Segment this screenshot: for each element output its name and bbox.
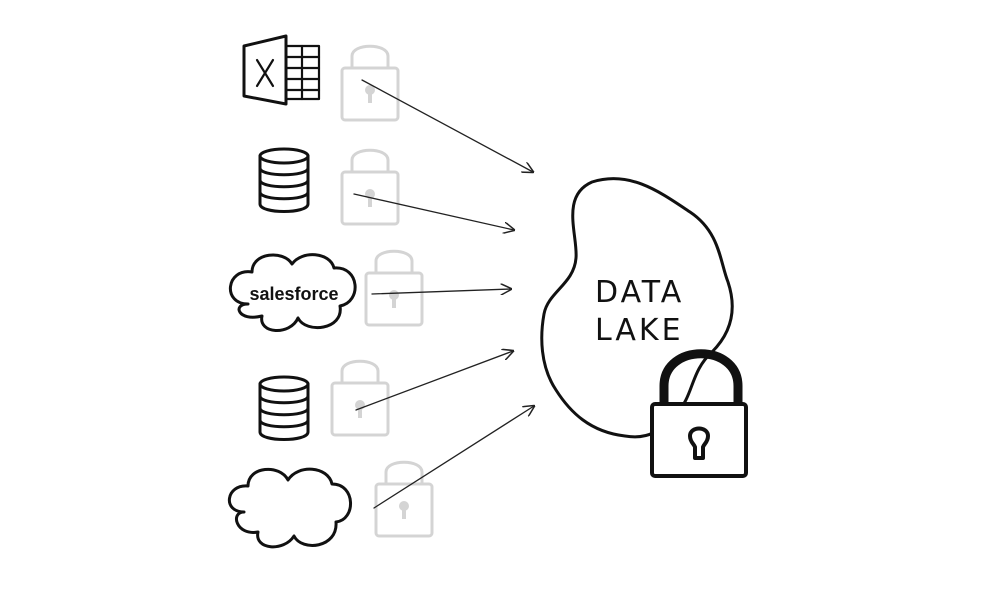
faded-lock-icon (374, 460, 434, 538)
faded-lock-icon (330, 359, 390, 437)
cloud-icon (227, 467, 352, 549)
faded-lock-icon (340, 148, 400, 226)
arrow (373, 406, 534, 509)
data-lake: DATA LAKE (540, 177, 734, 439)
arrow (361, 79, 533, 172)
arrow (355, 351, 513, 411)
salesforce-cloud-icon: salesforce (229, 253, 357, 332)
lock-icon (650, 349, 748, 478)
faded-lock-icon (340, 44, 400, 122)
arrows (353, 79, 534, 509)
arrow (353, 193, 514, 230)
salesforce-logo-text: salesforce (249, 284, 338, 304)
data-lake-label-line2: LAKE (595, 313, 684, 348)
faded-lock-icon (364, 249, 424, 327)
database-icon (258, 375, 310, 441)
excel-icon (242, 34, 321, 106)
data-lake-label-line1: DATA (595, 275, 684, 310)
database-icon (258, 147, 310, 213)
arrow (371, 289, 511, 294)
